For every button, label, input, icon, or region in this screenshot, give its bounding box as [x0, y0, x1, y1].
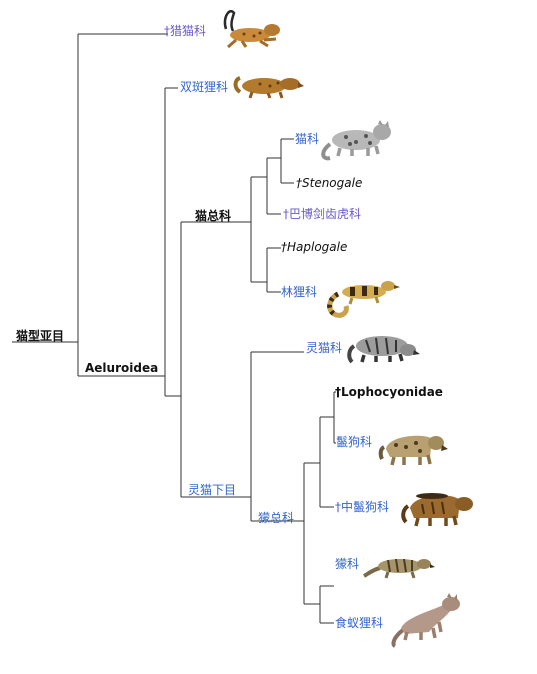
node-label-feliformia: 猫型亚目 — [16, 328, 64, 343]
percrocuta-icon — [401, 493, 473, 527]
node-label-aeluroidea: Aeluroidea — [85, 361, 158, 375]
node-label-viverridae[interactable]: 灵猫科 — [306, 341, 342, 355]
node-label-feloidea: 猫总科 — [195, 208, 231, 223]
node-label-felidae[interactable]: 猫科 — [295, 132, 319, 146]
leopard-cat-icon — [321, 120, 391, 161]
linsang-icon — [327, 281, 400, 318]
tree-branches — [12, 33, 336, 624]
node-label-viverroidea[interactable]: 灵猫下目 — [188, 483, 236, 497]
hyena-icon — [378, 435, 448, 466]
node-label-stenogale: †Stenogale — [296, 176, 362, 190]
node-label-lophocyonidae: †Lophocyonidae — [335, 385, 443, 399]
node-label-percrocutidae[interactable]: †中鬣狗科 — [335, 499, 389, 514]
node-label-barbourofelidae[interactable]: †巴博剑齿虎科 — [283, 206, 361, 221]
node-label-haplogale: †Haplogale — [281, 240, 347, 254]
sabertooth-cat-icon — [223, 10, 280, 49]
node-label-nandiniidae[interactable]: 双斑狸科 — [180, 80, 228, 94]
fossa-icon — [391, 593, 460, 648]
node-label-prionodontidae[interactable]: 林狸科 — [281, 285, 317, 299]
african-palm-civet-icon — [233, 76, 304, 99]
node-label-herpestoidea[interactable]: 獴总科 — [258, 511, 294, 525]
node-label-hyaenidae[interactable]: 鬣狗科 — [336, 434, 372, 449]
civet-icon — [347, 336, 420, 364]
node-label-eupleridae[interactable]: 食蚁狸科 — [335, 615, 383, 630]
mongoose-icon — [363, 558, 435, 579]
node-label-nimravidae[interactable]: †猎猫科 — [164, 24, 206, 38]
node-label-herpestidae[interactable]: 獴科 — [335, 557, 359, 571]
